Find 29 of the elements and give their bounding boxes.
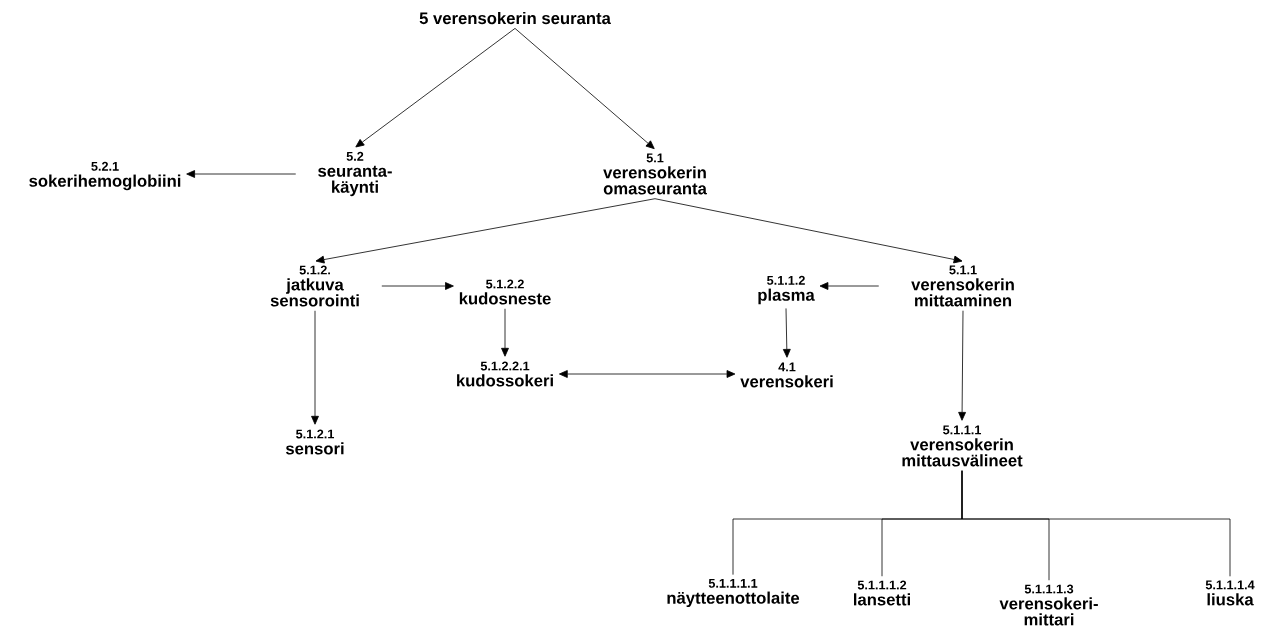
arrow <box>355 28 516 148</box>
node-label: 4.1 verensokeri <box>740 362 833 388</box>
node-label: 5.1.1.1.4 liuska <box>1205 580 1255 606</box>
node-label: 5.1.1.1 verensokerin mittausvälineet <box>902 425 1023 467</box>
arrow <box>186 170 297 178</box>
node-label: 5.1.2. jatkuva sensorointi <box>270 265 359 307</box>
node-label: 5.1.1.1.1 näytteenottolaite <box>667 578 800 608</box>
node-label: 5.1.1.1.3 verensokeri- mittari <box>999 584 1098 626</box>
arrow <box>782 308 791 358</box>
arrow <box>514 28 655 150</box>
connector-line <box>961 470 1231 577</box>
arrow <box>654 198 963 264</box>
node-label: 5.2 seuranta- käynti <box>318 151 392 197</box>
arrow <box>311 310 319 425</box>
node-label: 5.1.1.1.2 lansetti <box>854 580 910 606</box>
arrow <box>501 308 509 357</box>
arrow <box>958 310 966 421</box>
arrow <box>559 370 736 378</box>
node-label: 5.2.1 sokerihemoglobiini <box>29 161 181 191</box>
node-label: 5.1.2.2 kudosneste <box>459 279 551 305</box>
node-label: 5 verensokerin seuranta <box>419 11 611 25</box>
node-label: 5.1.2.2.1 kudossokeri <box>457 361 553 387</box>
node-label: 5.1.2.1 sensori <box>285 429 344 455</box>
node-label: 5.1 verensokerin omaseuranta <box>603 153 707 195</box>
node-label: 5.1.1 verensokerin mittaaminen <box>911 265 1014 307</box>
arrow <box>381 282 454 290</box>
node-label: 5.1.1.2 plasma <box>758 275 815 305</box>
arrow <box>819 282 880 290</box>
arrow <box>315 198 656 264</box>
